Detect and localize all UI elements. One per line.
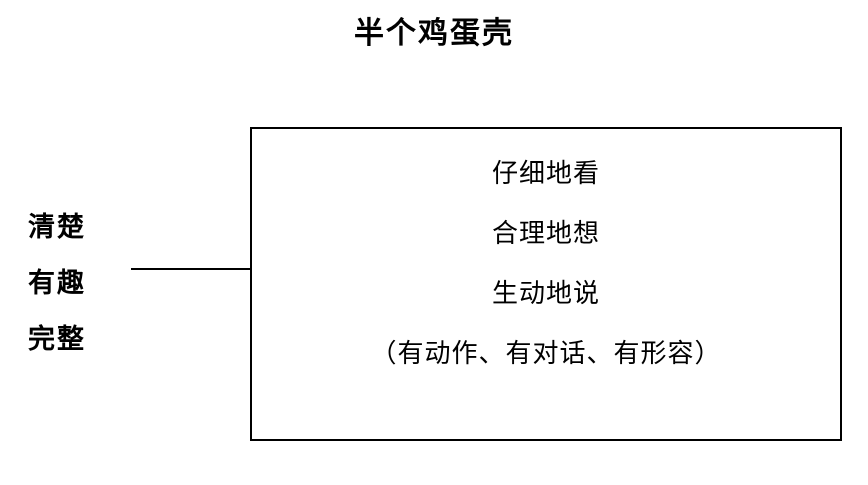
criteria-interesting: 有趣 [28, 268, 86, 299]
criteria-list: 清楚 有趣 完整 [28, 200, 108, 368]
criteria-clear: 清楚 [28, 212, 86, 243]
method-look: 仔细地看 [491, 159, 600, 189]
connector-line [131, 268, 251, 270]
method-think: 合理地想 [491, 219, 600, 249]
criteria-complete: 完整 [28, 324, 86, 355]
method-note: （有动作、有对话、有形容） [370, 339, 722, 369]
method-lines: 仔细地看 合理地想 生动地说 （有动作、有对话、有形容） [252, 151, 840, 391]
method-speak: 生动地说 [491, 279, 600, 309]
diagram-title: 半个鸡蛋壳 [354, 16, 514, 51]
method-box: 仔细地看 合理地想 生动地说 （有动作、有对话、有形容） [250, 127, 842, 441]
